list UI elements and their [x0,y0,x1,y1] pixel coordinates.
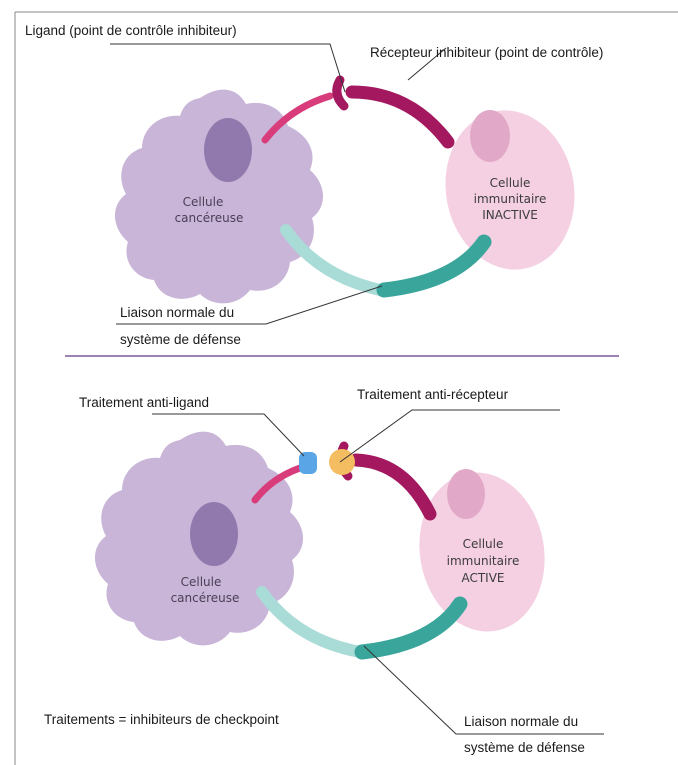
immune-nucleus-top [470,110,510,162]
normal-link-label-bottom-2: système de défense [464,740,585,755]
normal-link-dark-bottom [354,596,468,660]
receptor-bottom [349,453,437,521]
cancer-cell-top [114,89,324,304]
receptor-cup-top [332,75,349,111]
normal-link-light-bottom [256,586,366,658]
top-panel: Cellule cancéreuse Cellule immunitaire I… [25,23,603,347]
normal-link-label-top-1: Liaison normale du [120,305,234,320]
anti-ligand-leader [152,413,305,457]
receptor-leader-top [407,47,447,81]
ligand-label-top: Ligand (point de contrôle inhibiteur) [25,23,237,38]
anti-ligand-label: Traitement anti-ligand [79,395,209,410]
immune-cell-top-label-2: immunitaire [474,192,547,206]
normal-link-label-top-2: système de défense [120,332,241,347]
anti-receptor-drug [329,449,355,475]
immune-cell-bottom-label-3: ACTIVE [461,571,504,585]
cancer-cell-top-label-2: cancéreuse [175,211,244,225]
link-leader-bottom [363,645,604,735]
normal-link-dark-top [376,234,492,298]
ligand-bottom [251,464,304,504]
normal-link-light-top [280,224,386,296]
footer-label: Traitements = inhibiteurs de checkpoint [44,712,279,727]
link-leader-top [116,285,383,325]
immune-cell-bottom-label-1: Cellule [463,537,504,551]
immune-cell-bottom [419,472,545,632]
immune-cell-top-label-1: Cellule [490,176,531,190]
ligand-top [261,92,334,144]
anti-ligand-drug [299,452,317,474]
immune-cell-top-label-3: INACTIVE [482,208,538,222]
immune-nucleus-bottom [447,469,485,519]
cancer-nucleus-top [204,118,252,182]
receptor-top [345,85,455,149]
immune-cell-bottom-label-2: immunitaire [447,554,520,568]
bottom-panel: Cellule cancéreuse Cellule immunitaire A… [44,387,604,755]
immune-cell-top [445,110,575,270]
anti-receptor-leader [339,409,560,463]
anti-receptor-label: Traitement anti-récepteur [357,387,509,402]
cancer-cell-bottom-label-2: cancéreuse [171,591,240,605]
cancer-cell-top-label-1: Cellule [183,195,224,209]
receptor-label-top: Récepteur inhibiteur (point de contrôle) [370,45,603,60]
cancer-cell-bottom-label-1: Cellule [181,575,222,589]
ligand-leader-top [110,43,346,93]
cancer-nucleus-bottom [190,502,238,566]
normal-link-label-bottom-1: Liaison normale du [464,714,578,729]
